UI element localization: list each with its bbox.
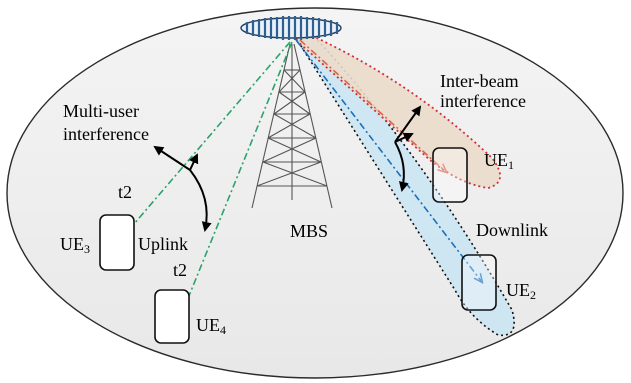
antenna-array-icon (240, 16, 342, 40)
uplink-label: Uplink (138, 234, 188, 254)
t2-label-ue3: t2 (118, 182, 132, 202)
ue1-device-icon (432, 147, 468, 203)
ue2-device-icon (461, 254, 497, 311)
ue2-label: UE2 (506, 280, 536, 302)
ue1-label: UE1 (484, 150, 514, 172)
mbs-tower-icon (251, 43, 333, 209)
ue4-device-icon (154, 289, 190, 344)
mbs-label: MBS (290, 221, 328, 241)
inter-beam-label-line2: interference (440, 91, 526, 111)
inter-beam-beam (294, 30, 501, 189)
inter-beam-line (299, 39, 446, 172)
ue3-device-icon (99, 214, 135, 271)
uplink-line-ue4 (179, 41, 293, 319)
downlink-label: Downlink (476, 220, 548, 240)
ue4-label: UE4 (196, 315, 226, 337)
multi-user-label-line1: Multi-user (63, 101, 139, 121)
downlink-line (295, 39, 482, 282)
multi-user-interference-arrows (153, 145, 212, 232)
inter-beam-label-line1: Inter-beam (440, 71, 519, 91)
multi-user-label-line2: interference (63, 124, 149, 144)
t2-label-ue4: t2 (173, 260, 187, 280)
uplink-line-ue3 (121, 41, 291, 239)
inter-beam-interference-arrows (394, 105, 422, 192)
ue3-label: UE3 (60, 234, 90, 256)
